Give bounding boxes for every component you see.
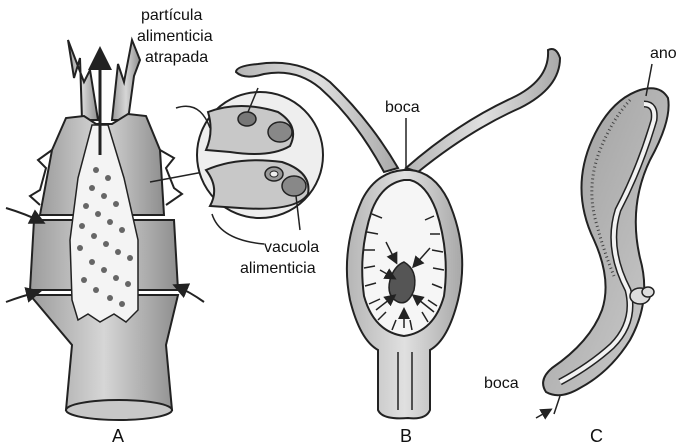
label-trapped-particle-2: alimenticia bbox=[137, 28, 213, 45]
organism-a bbox=[6, 40, 204, 420]
label-mouth-b: boca bbox=[385, 99, 420, 116]
panel-label-b: B bbox=[400, 426, 412, 446]
magnified-cells bbox=[150, 88, 323, 244]
panel-label-a: A bbox=[112, 426, 124, 446]
label-anus: ano bbox=[650, 45, 677, 62]
label-food-vacuole-1: vacuola bbox=[264, 239, 319, 256]
label-food-vacuole-2: alimenticia bbox=[240, 260, 316, 277]
panel-label-c: C bbox=[590, 426, 603, 446]
organism-c bbox=[536, 64, 669, 418]
label-trapped-particle-1: partícula bbox=[141, 7, 202, 24]
label-mouth-c: boca bbox=[484, 375, 519, 392]
label-trapped-particle-3: atrapada bbox=[145, 49, 208, 66]
